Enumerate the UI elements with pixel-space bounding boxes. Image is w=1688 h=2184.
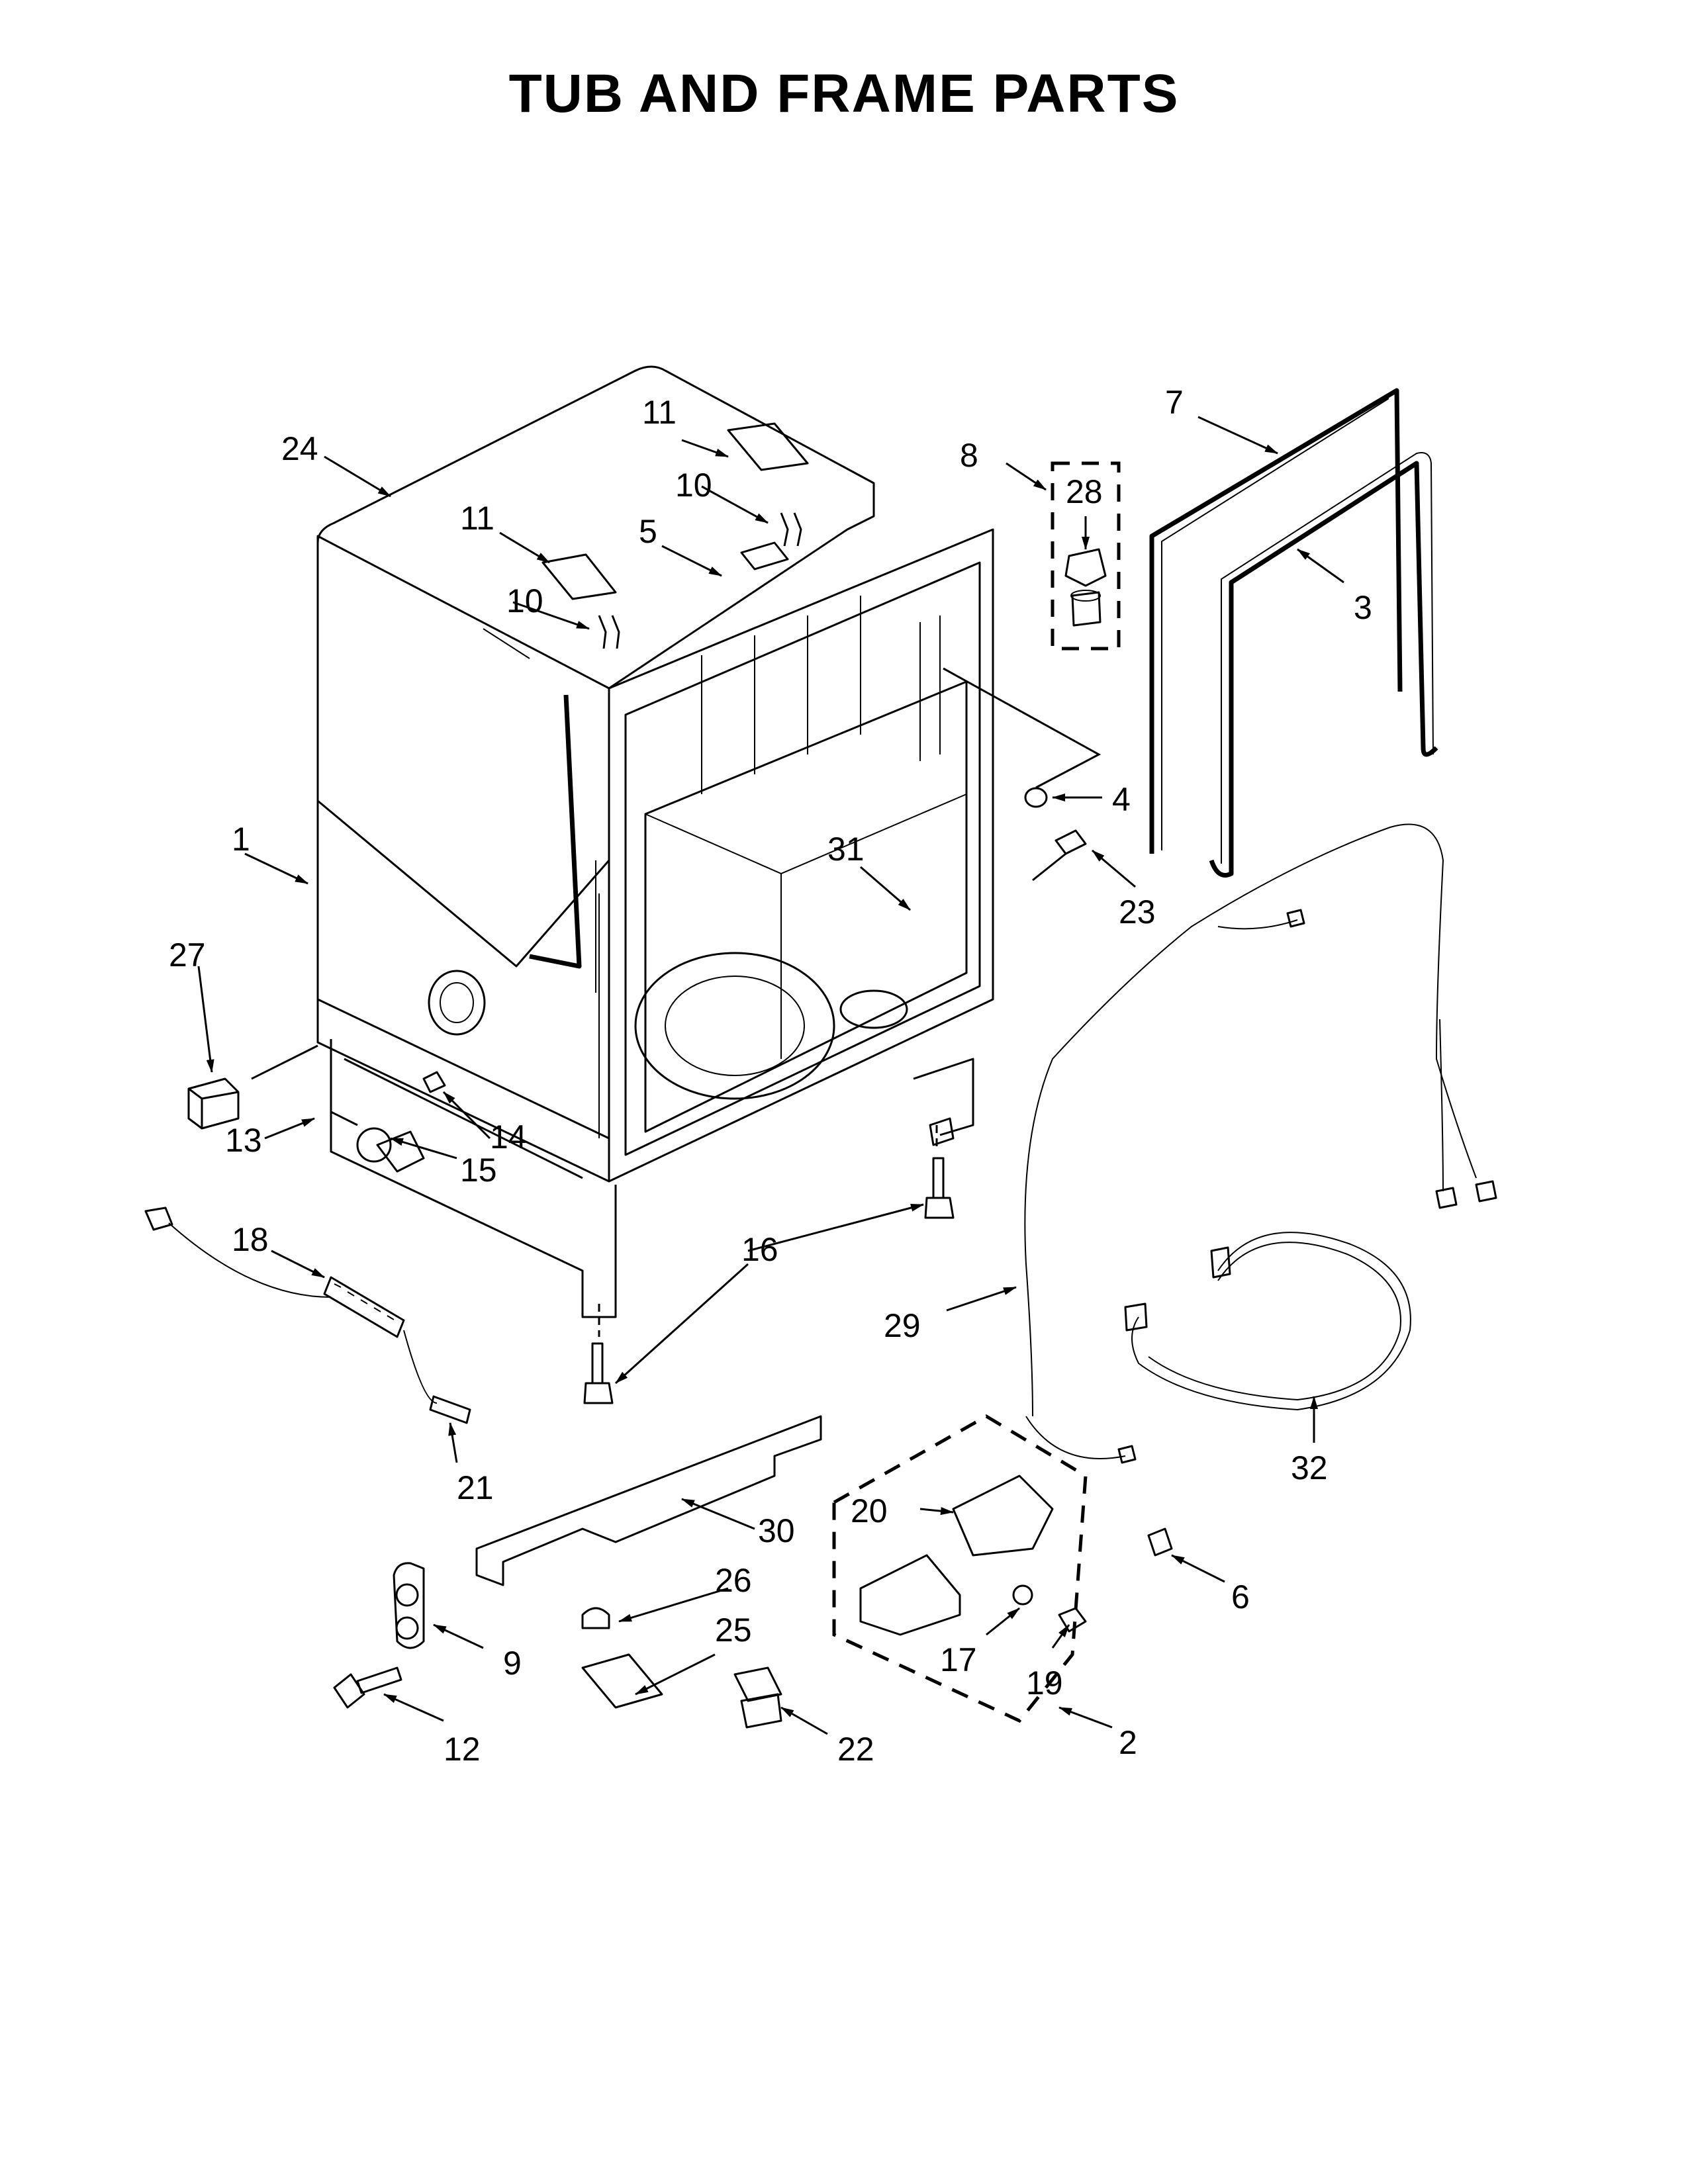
callout-29: 29 (884, 1307, 921, 1344)
door-spring-cable (144, 1206, 471, 1424)
items-22-25-26 (581, 1607, 782, 1729)
tub (316, 528, 994, 1183)
small-parts-right (943, 667, 1102, 882)
page-title: TUB AND FRAME PARTS (508, 64, 1180, 124)
items-13-14-15-27 (187, 1071, 446, 1130)
tub-insulation-blanket (316, 365, 875, 969)
callout-23: 23 (1119, 893, 1156, 931)
callout-22: 22 (837, 1731, 874, 1768)
callout-15: 15 (460, 1152, 497, 1189)
callout-16: 16 (741, 1231, 778, 1268)
callout-30: 30 (758, 1512, 795, 1549)
drain-hose (1124, 1232, 1411, 1411)
callout-21: 21 (457, 1469, 494, 1506)
callout-31: 31 (827, 831, 865, 868)
door-gasket (1149, 388, 1403, 854)
junction-box-assembly (832, 1414, 1173, 1723)
base-shield (475, 1415, 822, 1586)
frame-right (913, 1058, 974, 1146)
callout-18: 18 (232, 1221, 269, 1258)
callout-14: 14 (490, 1118, 527, 1156)
items-9-12 (333, 1562, 425, 1709)
upper-brackets (541, 422, 809, 649)
callout-3: 3 (1354, 589, 1372, 626)
callout-6: 6 (1231, 1578, 1250, 1615)
callout-2: 2 (1119, 1724, 1137, 1761)
frame-left (330, 1039, 617, 1318)
callout-24: 24 (281, 430, 318, 467)
leveling-legs (583, 1125, 955, 1404)
leader-lines (197, 416, 1344, 1735)
callout-9: 9 (503, 1645, 522, 1682)
callout-28: 28 (1066, 473, 1103, 510)
callout-11a: 11 (642, 394, 677, 431)
callout-12: 12 (444, 1731, 481, 1768)
part-28-box (1051, 461, 1121, 651)
callout-32: 32 (1291, 1449, 1328, 1486)
callout-10b: 10 (506, 582, 543, 619)
callout-5: 5 (639, 513, 657, 550)
callout-17: 17 (940, 1641, 977, 1678)
wire-harness (1024, 823, 1497, 1464)
callout-4: 4 (1112, 781, 1131, 818)
callout-20: 20 (851, 1492, 888, 1529)
callout-13: 13 (225, 1122, 262, 1159)
callout-11b: 11 (460, 500, 494, 537)
tub-gasket (1209, 452, 1438, 878)
callout-26: 26 (715, 1562, 752, 1599)
callout-1: 1 (232, 821, 250, 858)
callout-7: 7 (1165, 384, 1184, 421)
callout-labels: 1 2 3 4 5 6 7 8 9 10 10 11 11 12 13 14 1… (169, 384, 1372, 1768)
callout-19: 19 (1026, 1664, 1063, 1702)
callout-10a: 10 (675, 467, 712, 504)
callout-8: 8 (960, 437, 978, 474)
callout-25: 25 (715, 1612, 752, 1649)
callout-27: 27 (169, 936, 206, 974)
